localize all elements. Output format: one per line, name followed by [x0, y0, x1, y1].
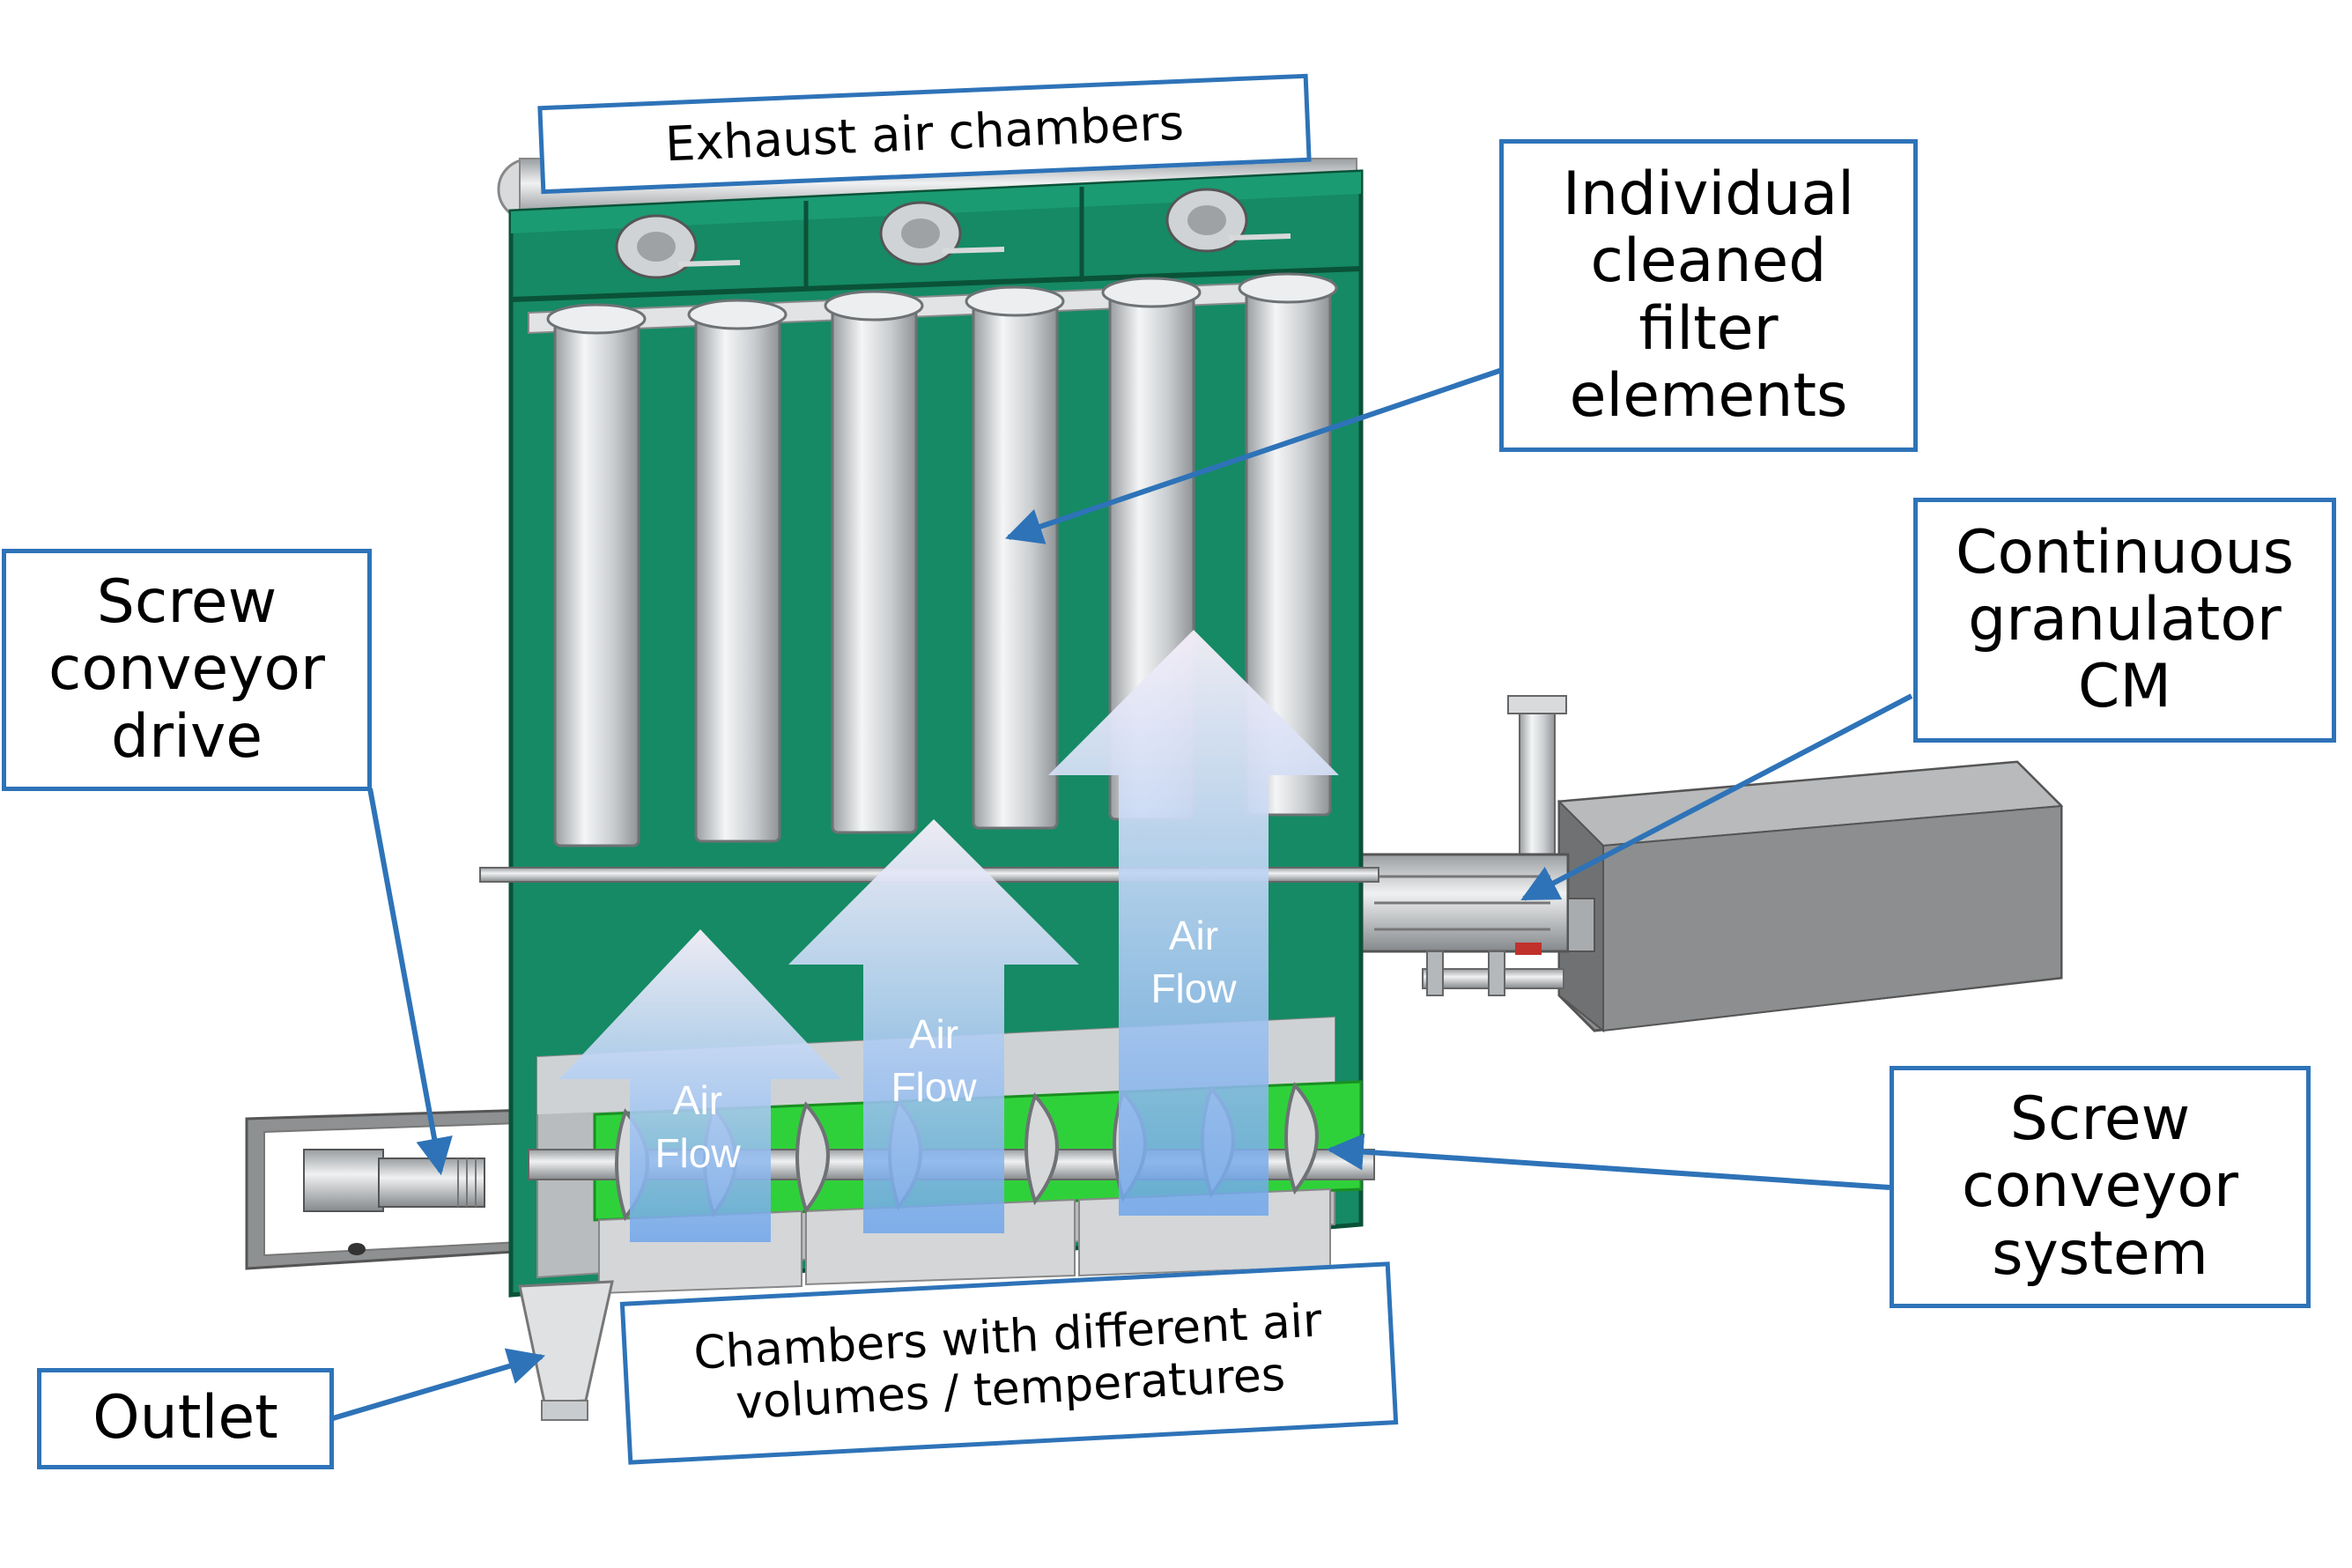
label-continuous-granulator: Continuous granulator CM — [1913, 498, 2336, 743]
air-flow-arrow-3 — [1048, 630, 1339, 1216]
screw-drive-line-2: conveyor — [48, 634, 325, 705]
screw-system-line-3: system — [1992, 1218, 2208, 1289]
screw-drive-line-3: drive — [110, 701, 263, 772]
leader-screw-system — [1326, 1133, 1890, 1190]
leader-outlet — [332, 1348, 546, 1421]
label-screw-conveyor-system: Screw conveyor system — [1890, 1066, 2311, 1308]
granulator-line-2: granulator — [1968, 584, 2282, 655]
filter-line-4: elements — [1569, 360, 1848, 431]
granulator-line-3: CM — [2077, 652, 2172, 722]
air-flow-3-line2: Flow — [1150, 965, 1237, 1011]
air-flow-2-line2: Flow — [891, 1064, 977, 1110]
air-flow-arrow-1 — [559, 929, 841, 1242]
exhaust-label-text: Exhaust air chambers — [663, 94, 1186, 173]
granulator-line-1: Continuous — [1955, 517, 2295, 588]
air-flow-arrows: Air Flow Air Flow Air Flow — [559, 630, 1339, 1242]
outlet-cone — [518, 1280, 614, 1421]
leader-filter — [1005, 367, 1503, 544]
label-outlet: Outlet — [37, 1368, 334, 1469]
air-flow-1-line1: Air — [673, 1077, 722, 1123]
screw-drive-assembly — [245, 1108, 530, 1270]
air-flow-3-line1: Air — [1169, 913, 1218, 958]
filter-line-2: cleaned — [1590, 226, 1827, 297]
screw-system-line-1: Screw — [2009, 1084, 2191, 1155]
granulator-assembly — [1325, 695, 2064, 1033]
callout-leaders — [332, 367, 1913, 1421]
filter-line-3: filter — [1638, 293, 1779, 364]
leader-granulator — [1520, 693, 1913, 901]
leader-screw-drive — [367, 788, 453, 1176]
screw-drive-line-1: Screw — [96, 567, 277, 638]
exhaust-chamber-valves — [615, 188, 1291, 279]
air-flow-2-line1: Air — [909, 1011, 958, 1057]
outlet-text: Outlet — [92, 1383, 278, 1453]
filter-line-1: Individual — [1562, 159, 1855, 230]
air-flow-arrow-2 — [788, 819, 1079, 1233]
label-filter-elements: Individual cleaned filter elements — [1499, 139, 1918, 452]
air-flow-1-line2: Flow — [655, 1130, 741, 1176]
screw-system-line-2: conveyor — [1962, 1151, 2238, 1222]
label-screw-conveyor-drive: Screw conveyor drive — [2, 549, 372, 791]
